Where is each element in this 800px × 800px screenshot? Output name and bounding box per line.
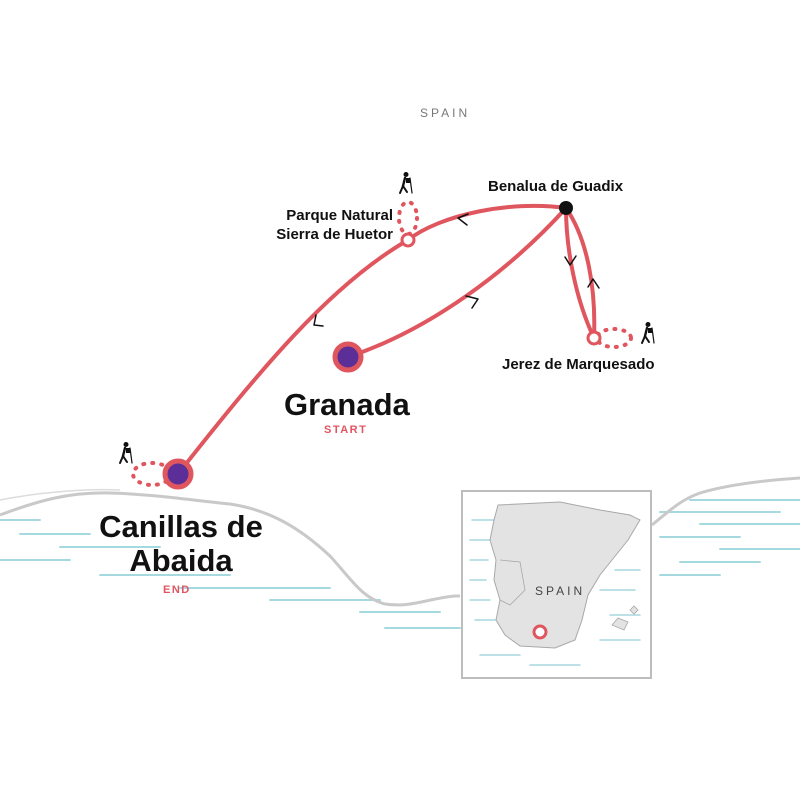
stop-marker-jerez: [586, 330, 602, 346]
coastline: [0, 476, 800, 607]
route: [176, 203, 597, 476]
stop-marker-canillas: [162, 458, 194, 490]
inset-country-label: SPAIN: [535, 584, 586, 598]
label-canillas-line1: Canillas de: [99, 509, 263, 544]
hiker-icon: [119, 442, 133, 464]
tag-start: START: [324, 424, 368, 436]
route-benalua-parque: [406, 203, 568, 242]
label-jerez: Jerez de Marquesado: [502, 356, 655, 373]
label-granada: Granada: [284, 387, 410, 422]
hiker-icon: [399, 172, 413, 194]
inset-map: [461, 490, 652, 679]
label-parque: Parque Natural Sierra de Huetor: [250, 206, 393, 244]
tag-end: END: [163, 584, 191, 596]
iberia-landmass: [489, 501, 641, 649]
sea-lines: [0, 499, 800, 629]
stop-marker-benalua: [559, 201, 573, 215]
label-parque-line1: Parque Natural: [286, 207, 393, 224]
direction-arrows: [313, 213, 600, 327]
route-jerez-benalua: [564, 206, 596, 340]
route-parque-canillas: [176, 238, 410, 476]
stop-marker-parque: [400, 232, 416, 248]
region-label: SPAIN: [420, 106, 471, 120]
hiker-icon: [641, 322, 655, 344]
label-canillas-line2: Abaida: [129, 543, 233, 578]
stop-marker-granada: [332, 341, 364, 373]
label-parque-line2: Sierra de Huetor: [276, 226, 393, 243]
route-benalua-jerez: [564, 206, 597, 340]
label-canillas: Canillas de Abaida: [96, 510, 266, 578]
inset-location-marker: [532, 624, 548, 640]
label-benalua: Benalua de Guadix: [488, 178, 624, 195]
